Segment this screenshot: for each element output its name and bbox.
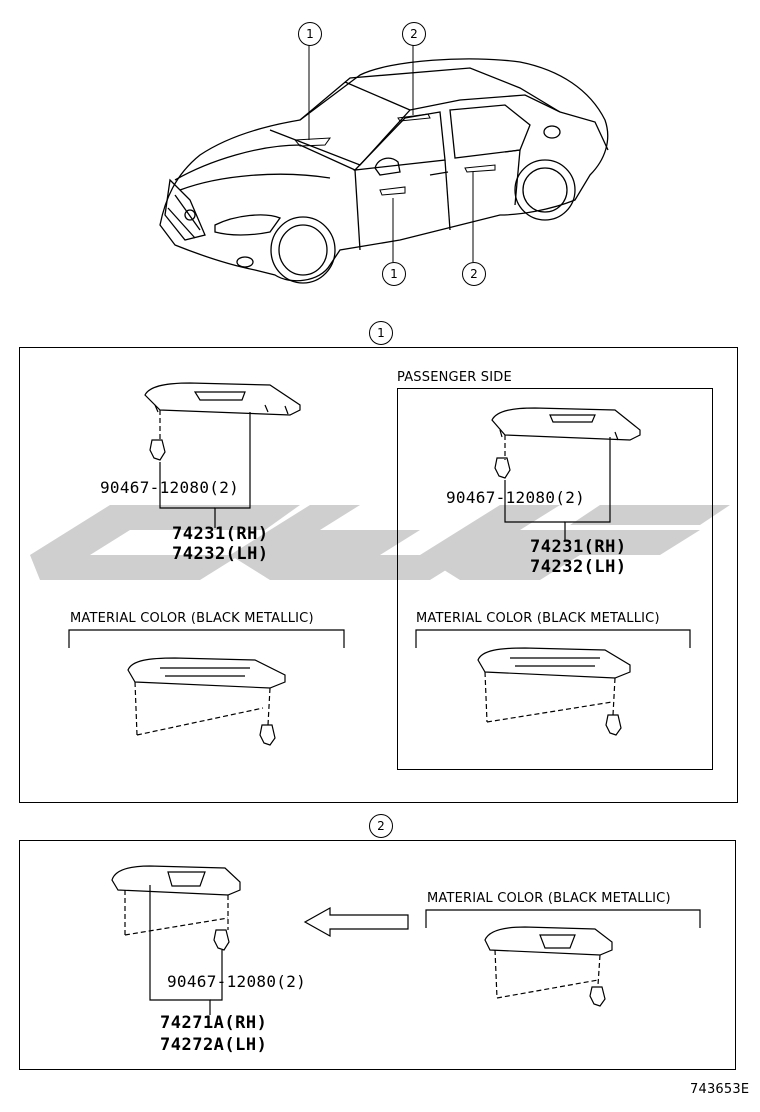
material-label-section2: MATERIAL COLOR (BLACK METALLIC): [427, 891, 671, 906]
part-number-rh-left: 74231(RH): [172, 524, 269, 544]
diagram-id: 743653E: [690, 1082, 750, 1097]
car-illustration: [159, 43, 609, 284]
part-number-rh-section2: 74271A(RH): [160, 1013, 268, 1033]
passenger-side-title: PASSENGER SIDE: [397, 370, 512, 385]
clip-part-number-passenger: 90467-12080(2): [446, 488, 586, 507]
part-number-lh-left: 74232(LH): [172, 544, 269, 564]
panel-2: [111, 865, 701, 1015]
panel-1-left: [68, 382, 345, 746]
callout-section-1: 1: [369, 321, 393, 345]
clip-part-number-section2: 90467-12080(2): [167, 972, 307, 991]
material-label-passenger: MATERIAL COLOR (BLACK METALLIC): [416, 611, 660, 626]
callout-1-car-top: 1: [298, 22, 322, 46]
clip-part-number-left: 90467-12080(2): [100, 478, 240, 497]
section-2-box: [19, 840, 736, 1070]
callout-1-car-bottom: 1: [382, 262, 406, 286]
section-1-box: [19, 347, 738, 803]
part-number-rh-passenger: 74231(RH): [530, 537, 627, 557]
callout-section-2: 2: [369, 814, 393, 838]
callout-2-car-bottom: 2: [462, 262, 486, 286]
panel-1-passenger: [415, 407, 691, 736]
callout-2-car-top: 2: [402, 22, 426, 46]
material-label-left: MATERIAL COLOR (BLACK METALLIC): [70, 611, 314, 626]
part-number-lh-passenger: 74232(LH): [530, 557, 627, 577]
part-number-lh-section2: 74272A(LH): [160, 1035, 268, 1055]
passenger-side-box: [397, 388, 713, 770]
